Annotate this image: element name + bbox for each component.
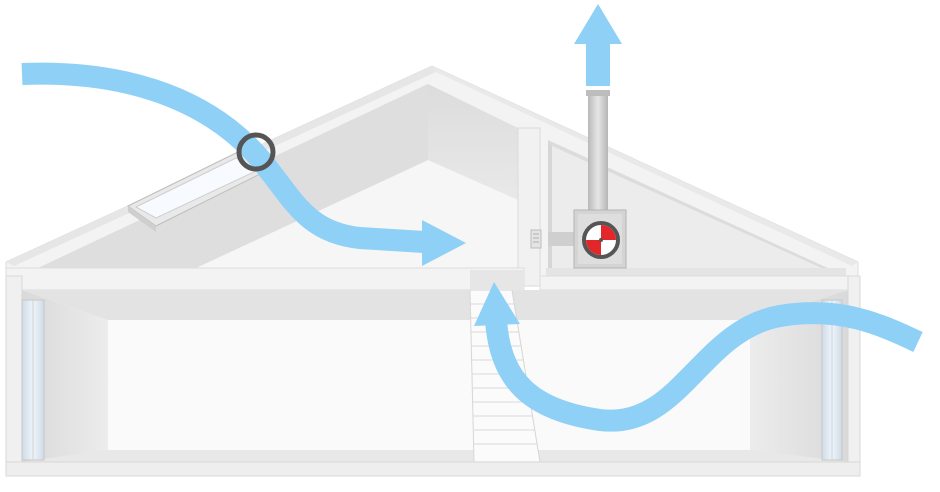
airflow-arrowhead-incoming [422,220,466,266]
connecting-duct [548,232,578,246]
roof-skylight [127,151,270,232]
airflow-arrowhead-return [474,282,520,326]
wall-grille [530,229,542,249]
exhaust-arrow [574,4,622,86]
ventilation-unit [530,90,627,269]
back-wall [108,320,750,450]
left-outer-wall [5,275,23,473]
exhaust-duct [588,92,608,232]
airflow-arrow-incoming [21,62,425,253]
airflow [21,4,923,432]
ground-slab [5,461,861,477]
valve-ring-icon [236,132,276,172]
attic-partition-wall [517,127,541,287]
airflow-arrow-return [485,302,923,432]
upper-floor-slab [5,267,525,291]
house-shell [5,65,861,477]
fan-icon [582,221,620,259]
right-outer-wall [847,275,861,473]
